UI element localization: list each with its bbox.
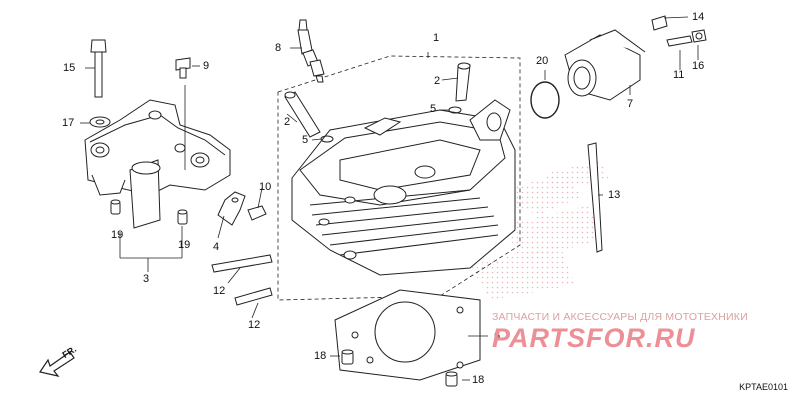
small-bolt xyxy=(175,57,191,79)
valve-guide xyxy=(284,62,471,138)
spark-plug xyxy=(297,19,325,83)
callout-4: 4 xyxy=(213,241,220,253)
callout-2: 2 xyxy=(434,75,441,87)
assembly-boundary xyxy=(277,55,521,301)
watermark-subtitle: ЗАПЧАСТИ И АКСЕССУАРЫ ДЛЯ МОТОТЕХНИКИ xyxy=(492,311,748,323)
callout-12: 12 xyxy=(248,319,261,331)
watermark-brand: PARTSFOR.RU xyxy=(492,323,696,353)
callout-6: 6 xyxy=(494,330,501,342)
tensioner-plate xyxy=(217,191,246,226)
rocker-arm-holder xyxy=(84,99,231,229)
cylinder-head xyxy=(291,99,516,276)
callout-13: 13 xyxy=(608,189,621,201)
callout-19: 19 xyxy=(111,229,124,241)
long-bolt xyxy=(587,142,603,253)
callout-1: 1 xyxy=(433,32,440,44)
front-arrow-icon xyxy=(39,351,75,377)
callout-15: 15 xyxy=(63,62,76,74)
callout-14: 14 xyxy=(692,11,705,23)
intake-o-ring xyxy=(530,81,560,119)
leader-lines xyxy=(80,16,699,381)
intake-fasteners xyxy=(651,15,707,47)
callout-8: 8 xyxy=(275,42,282,54)
flange-bolt xyxy=(89,39,111,128)
callout-20: 20 xyxy=(536,55,549,67)
callout-9: 9 xyxy=(203,60,210,72)
diagram-code: KPTAE0101 xyxy=(739,382,788,392)
callout-16: 16 xyxy=(692,60,705,72)
callout-5: 5 xyxy=(302,134,309,146)
callout-2: 2 xyxy=(284,116,291,128)
callout-3: 3 xyxy=(143,273,150,285)
callout-19: 19 xyxy=(178,239,191,251)
intake-pipe xyxy=(564,29,646,101)
dowel-pin xyxy=(110,199,188,225)
callout-18: 18 xyxy=(472,374,485,386)
callout-7: 7 xyxy=(627,98,634,110)
dowel-pin xyxy=(341,349,458,387)
head-gasket xyxy=(334,289,481,381)
small-bolt xyxy=(247,205,267,221)
callout-12: 12 xyxy=(213,285,226,297)
callout-17: 17 xyxy=(62,117,75,129)
callout-18: 18 xyxy=(314,350,327,362)
callout-10: 10 xyxy=(259,181,272,193)
stud-bolt xyxy=(211,254,273,306)
callout-11: 11 xyxy=(673,69,685,81)
callout-5: 5 xyxy=(430,103,437,115)
